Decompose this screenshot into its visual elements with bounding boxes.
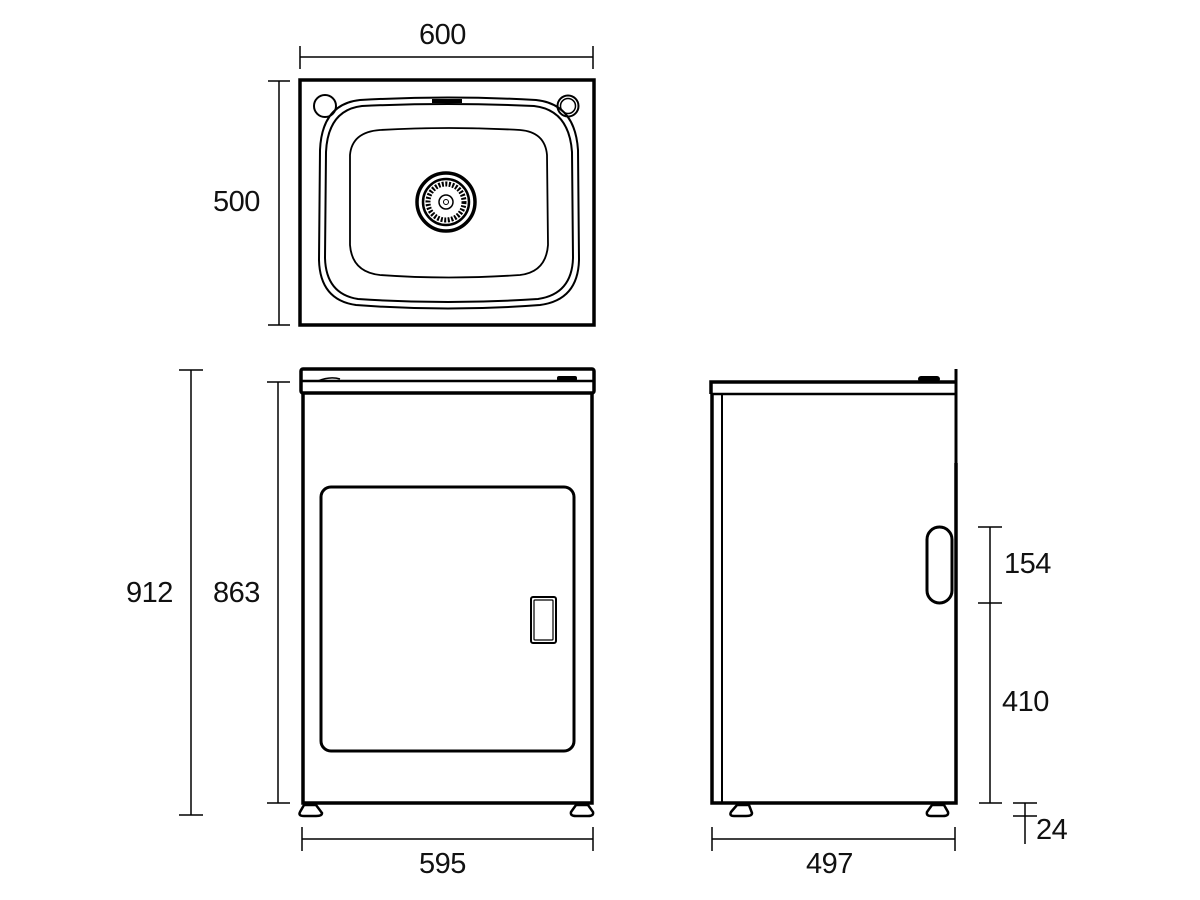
- label-overall-height: 912: [126, 577, 173, 609]
- front-top-deck: [299, 367, 596, 395]
- label-front-width: 595: [419, 848, 466, 880]
- side-feet-icon: [729, 803, 950, 818]
- dimension-line-154-410: [978, 526, 1002, 804]
- front-view: [179, 367, 596, 851]
- bowl-outer-rim: [317, 96, 581, 310]
- dimension-line-24: [1013, 802, 1037, 844]
- side-handle-icon: [925, 525, 954, 605]
- label-top-width: 600: [419, 19, 466, 51]
- label-feet-height: 24: [1036, 814, 1068, 846]
- label-top-depth: 500: [213, 186, 260, 218]
- label-side-depth: 497: [806, 848, 853, 880]
- dimension-line-912: [179, 369, 203, 816]
- dimension-line-497: [711, 827, 956, 851]
- dimension-line-500: [268, 80, 290, 326]
- cabinet-feet-icon: [298, 803, 595, 818]
- side-top-deck: [709, 380, 955, 394]
- side-view: [709, 369, 1037, 851]
- bowl-floor: [349, 127, 549, 279]
- label-handle-to-base: 410: [1002, 686, 1049, 718]
- side-cabinet-body: [710, 394, 958, 805]
- sink-deck-outline: [298, 78, 596, 327]
- dimension-line-600: [299, 46, 594, 69]
- tap-hole-left-icon: [313, 94, 337, 118]
- dimension-line-863: [267, 381, 290, 804]
- drain-icon: [415, 171, 477, 233]
- top-view: [268, 46, 596, 327]
- cabinet-door: [319, 485, 576, 753]
- label-cabinet-height: 863: [213, 577, 260, 609]
- front-cabinet-body: [301, 393, 594, 805]
- label-handle-height: 154: [1004, 548, 1051, 580]
- door-handle-icon: [530, 596, 557, 644]
- dimension-line-595: [301, 827, 594, 851]
